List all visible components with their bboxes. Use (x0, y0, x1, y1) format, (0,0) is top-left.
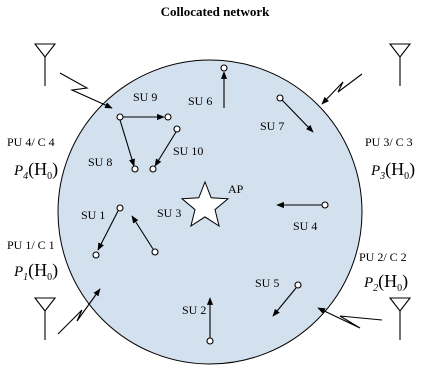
su9-label: SU 9 (133, 90, 157, 104)
su9-target (164, 113, 172, 121)
su9-node (116, 113, 124, 121)
pu1-label: PU 1/ C 1 (7, 238, 55, 252)
su3-label: SU 3 (157, 206, 181, 220)
su6-label: SU 6 (188, 94, 212, 108)
pu4-label: PU 4/ C 4 (7, 135, 55, 149)
su5-link (272, 287, 297, 317)
pu3-power: P3(H0) (370, 159, 415, 182)
lightning-icon (321, 73, 363, 105)
lightning-icon (59, 72, 113, 109)
su4-node (321, 201, 329, 209)
lightning-icon (317, 307, 383, 329)
pu3-label: PU 3/ C 3 (365, 135, 413, 149)
su8-label: SU 8 (88, 155, 112, 169)
lightning-icon (57, 288, 101, 335)
su7-label: SU 7 (260, 119, 284, 133)
antenna-icons (33, 43, 412, 340)
pu2-block: PU 2/ C 2 P2(H0) (359, 250, 408, 294)
su1-target (92, 251, 100, 259)
su3-link (131, 215, 154, 250)
su4-label: SU 4 (293, 219, 317, 233)
su1-link (97, 210, 119, 251)
su7-link (281, 99, 314, 133)
pu2-label: PU 2/ C 2 (359, 250, 407, 264)
su2-node (206, 337, 214, 345)
pu4-block: PU 4/ C 4 P4(H0) (7, 135, 58, 182)
su10-label: SU 10 (173, 144, 203, 158)
access-point-label: AP (228, 182, 244, 196)
su-links (92, 64, 329, 345)
pu3-block: PU 3/ C 3 P3(H0) (365, 135, 415, 182)
su1-label: SU 1 (81, 208, 105, 222)
pu4-power: P4(H0) (13, 159, 58, 182)
su1-node (116, 204, 124, 212)
su5-node (294, 281, 302, 289)
su10-link (154, 131, 177, 167)
su8-node (131, 165, 139, 173)
pu1-power: P1(H0) (13, 260, 58, 283)
su5-label: SU 5 (255, 276, 279, 290)
su3-node (151, 248, 159, 256)
su2-label: SU 2 (182, 303, 206, 317)
antenna-icon (388, 43, 412, 86)
su8-link (119, 119, 135, 167)
pu2-power: P2(H0) (363, 271, 408, 294)
lightning-icons (57, 72, 383, 335)
diagram-title: Collocated network (161, 4, 270, 19)
antenna-icon (388, 297, 412, 340)
su7-node (276, 94, 284, 102)
su6-node (220, 64, 228, 72)
antenna-icon (33, 297, 57, 340)
su10-node (173, 125, 181, 133)
pu1-block: PU 1/ C 1 P1(H0) (7, 238, 58, 283)
antenna-icon (33, 43, 57, 86)
su10-target (149, 165, 157, 173)
star-icon (180, 180, 230, 228)
